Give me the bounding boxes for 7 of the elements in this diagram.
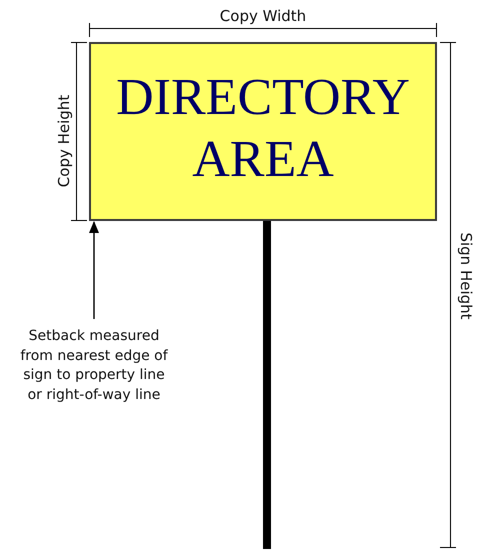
dimension-label: Sign Height	[457, 232, 475, 320]
setback-note: Setback measured from nearest edge of sign to property line or right-of-way line	[16, 327, 172, 405]
dimension-label: Copy Height	[55, 94, 73, 188]
sign-text: DIRECTORY AREA	[115, 68, 411, 190]
dimension-label: Copy Width	[220, 7, 306, 25]
sign-panel	[89, 42, 437, 221]
arrow	[89, 221, 99, 319]
